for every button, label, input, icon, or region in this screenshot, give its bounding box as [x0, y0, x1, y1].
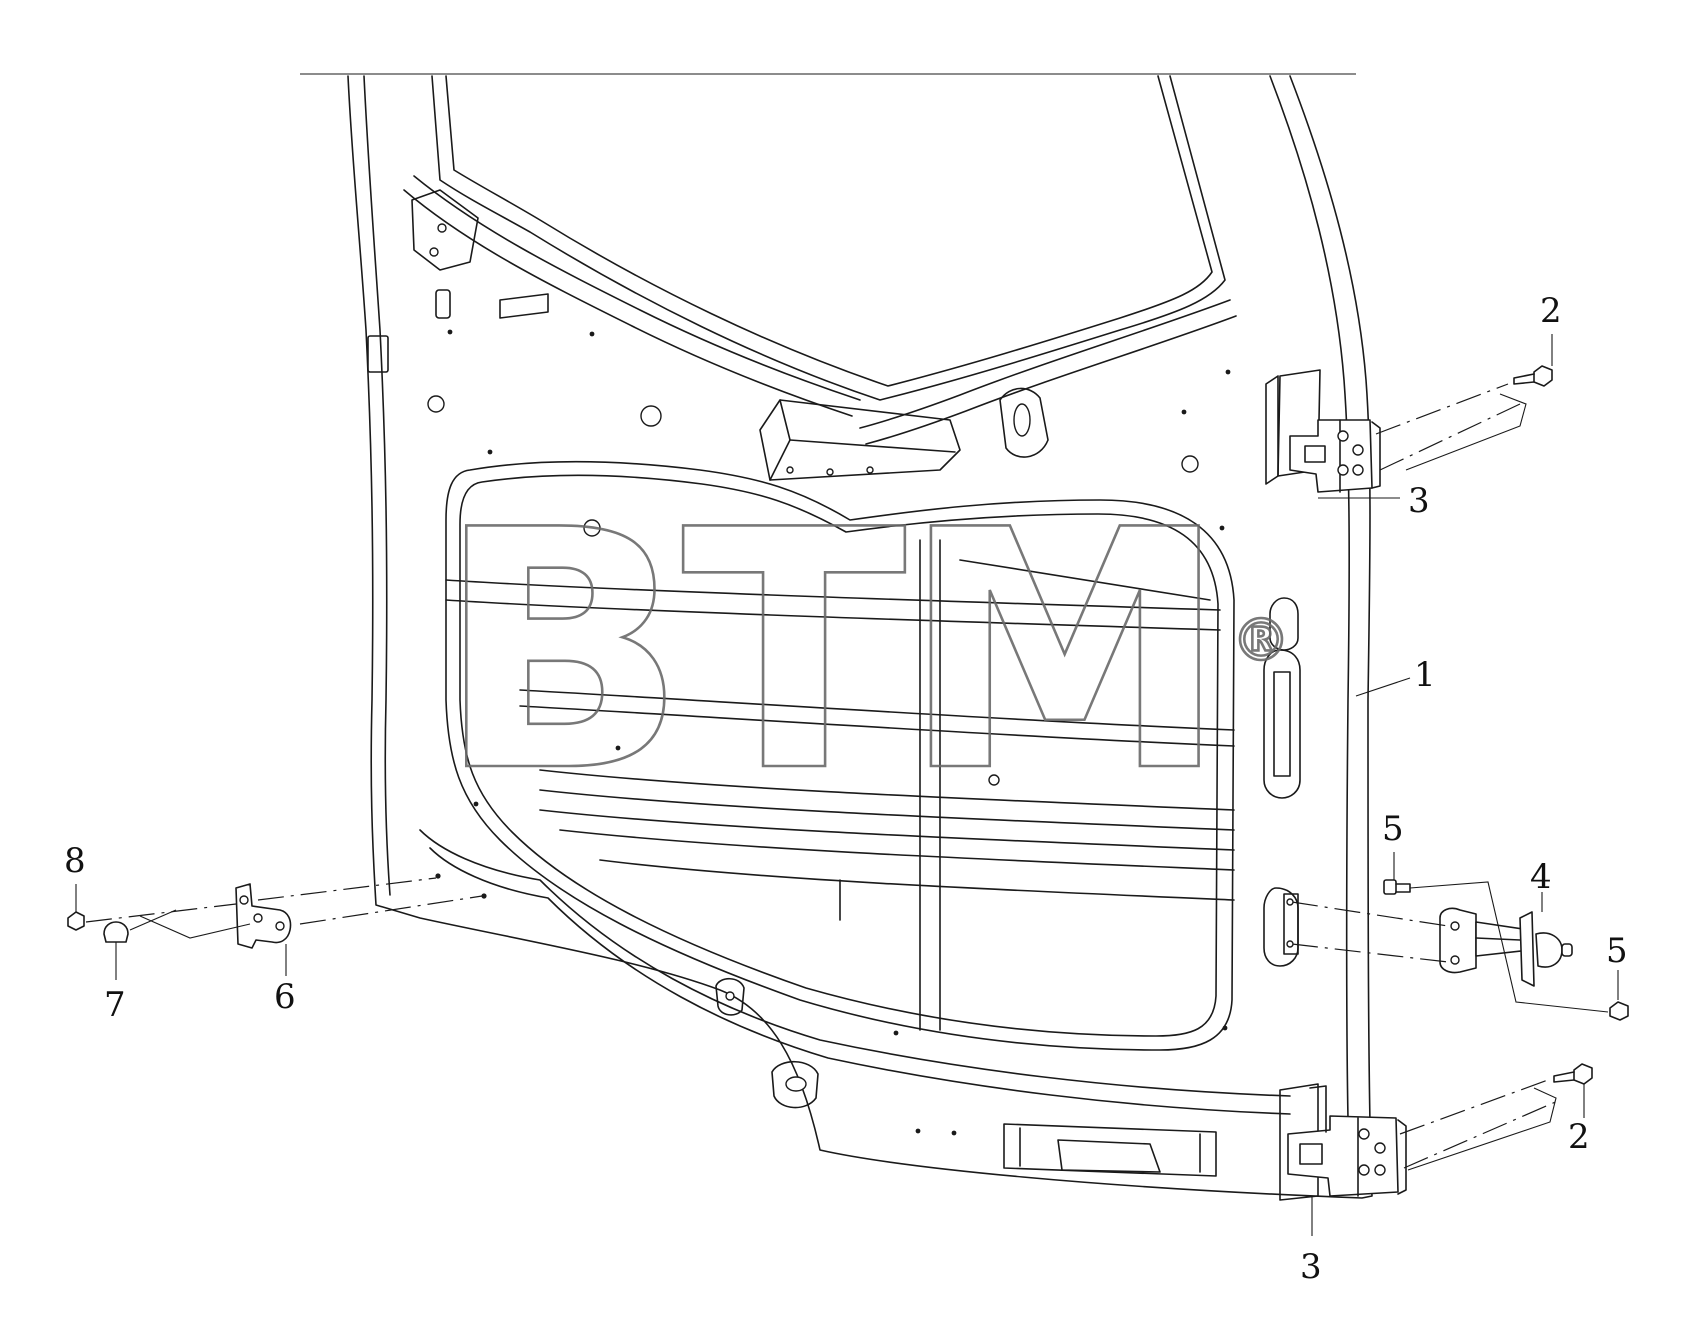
callout-2-top: 2 [1540, 291, 1562, 331]
projection-line [1407, 1087, 1557, 1171]
projection-line [1399, 1079, 1549, 1135]
bolt-bottom [1553, 1063, 1593, 1118]
callout-5-bottom: 5 [1606, 931, 1628, 971]
lower-hinge [1287, 1085, 1407, 1197]
leader-line [139, 915, 251, 939]
callout-2-bottom: 2 [1568, 1117, 1590, 1157]
bolt-5-top [1383, 852, 1411, 895]
projection-line [1291, 943, 1449, 963]
callout-labels: 2 3 1 5 4 5 2 3 8 7 6 [64, 291, 1628, 1287]
bolt-top [1513, 334, 1553, 387]
leader-line [1409, 881, 1609, 1013]
watermark-text: BTM [436, 460, 1223, 844]
striker-plate [235, 883, 292, 949]
callout-6: 6 [274, 977, 296, 1017]
bolt-5-bottom [1609, 970, 1629, 1021]
callout-3-top: 3 [1408, 481, 1430, 521]
door-inner-panel [347, 75, 1373, 1201]
callout-7: 7 [104, 985, 126, 1025]
registered-mark: ® [1232, 606, 1290, 674]
callout-3-bottom: 3 [1300, 1247, 1322, 1287]
leader-line [1355, 677, 1411, 697]
callout-8: 8 [64, 841, 86, 881]
leader-line [129, 909, 177, 931]
nut-8 [67, 884, 85, 931]
projection-line [1379, 403, 1521, 471]
projection-line [1291, 901, 1449, 927]
callout-4: 4 [1530, 857, 1552, 897]
projection-line [257, 877, 437, 901]
cap-7 [103, 921, 129, 980]
projection-line [85, 903, 237, 923]
callout-5-top: 5 [1382, 809, 1404, 849]
upper-hinge [1289, 419, 1381, 493]
projection-line [1375, 383, 1509, 435]
projection-line [299, 895, 483, 925]
door-check-arm [1439, 907, 1573, 987]
callout-1: 1 [1414, 655, 1436, 695]
watermark: BTM ® [435, 459, 1292, 846]
projection-line [1405, 393, 1527, 471]
projection-line [1403, 1099, 1561, 1169]
